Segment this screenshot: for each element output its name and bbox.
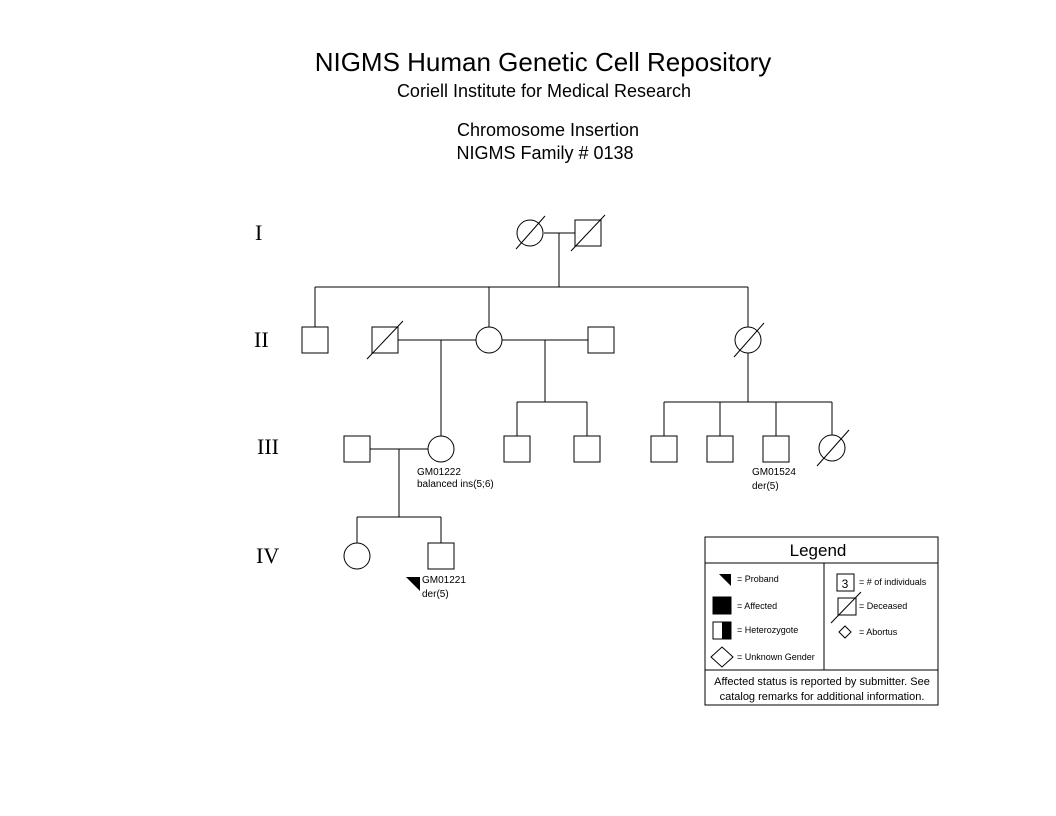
abortus-icon bbox=[838, 625, 852, 639]
proband-arrow-icon bbox=[406, 577, 420, 591]
male bbox=[706, 435, 734, 463]
legend-note-line1: Affected status is reported by submitter… bbox=[714, 676, 930, 688]
generation-label-3: III bbox=[257, 434, 279, 459]
heterozygote-fill bbox=[722, 622, 731, 639]
legend-count-label: = # of individuals bbox=[859, 577, 927, 587]
legend-heterozygote-label: = Heterozygote bbox=[737, 625, 798, 635]
karyotype: der(5) bbox=[422, 589, 449, 600]
karyotype: der(5) bbox=[752, 481, 779, 492]
deceased-slash bbox=[733, 322, 765, 358]
legend-title: Legend bbox=[790, 541, 847, 560]
generation-label-1: I bbox=[255, 220, 262, 245]
unknown-gender-icon bbox=[710, 646, 734, 668]
individual-id: GM01524 bbox=[752, 467, 796, 478]
deceased-slash bbox=[816, 429, 850, 467]
individual-id: GM01221 bbox=[422, 575, 466, 586]
family-number: NIGMS Family # 0138 bbox=[456, 143, 633, 163]
institute-name: Coriell Institute for Medical Research bbox=[397, 81, 691, 101]
deceased-slash bbox=[515, 215, 546, 250]
page-title: NIGMS Human Genetic Cell Repository bbox=[315, 47, 772, 77]
condition-title: Chromosome Insertion bbox=[457, 120, 639, 140]
generation-label-2: II bbox=[254, 327, 269, 352]
legend-note-line2: catalog remarks for additional informati… bbox=[720, 691, 925, 703]
affected-icon bbox=[712, 596, 732, 615]
legend-deceased-label: = Deceased bbox=[859, 601, 907, 611]
generation-1 bbox=[515, 214, 606, 287]
generation-label-4: IV bbox=[256, 543, 279, 568]
male bbox=[343, 435, 371, 463]
male-gm01524 bbox=[762, 435, 790, 463]
karyotype: balanced ins(5;6) bbox=[417, 479, 494, 490]
legend-unknown-gender-label: = Unknown Gender bbox=[737, 652, 815, 662]
deceased-slash bbox=[366, 320, 404, 360]
generation-2 bbox=[301, 320, 765, 360]
female bbox=[475, 326, 503, 354]
deceased-slash bbox=[570, 214, 606, 252]
legend-count-number: 3 bbox=[842, 577, 849, 591]
count-icon bbox=[836, 573, 855, 592]
generation-3: GM01222 balanced ins(5;6) GM01524 der(5) bbox=[343, 429, 850, 517]
legend-affected-label: = Affected bbox=[737, 601, 777, 611]
male bbox=[301, 326, 329, 354]
generation-4: GM01221 der(5) bbox=[343, 542, 466, 600]
individual-id: GM01222 bbox=[417, 467, 461, 478]
proband-icon bbox=[719, 574, 731, 586]
male bbox=[573, 435, 601, 463]
male-gm01221 bbox=[427, 542, 455, 570]
legend-box: Legend = Proband = Affected = Heterozygo… bbox=[704, 536, 939, 706]
female-gm01222 bbox=[427, 435, 455, 463]
deceased-icon-slash bbox=[830, 591, 862, 624]
male bbox=[503, 435, 531, 463]
male bbox=[650, 435, 678, 463]
female bbox=[343, 542, 371, 570]
legend-proband-label: = Proband bbox=[737, 574, 779, 584]
legend-abortus-label: = Abortus bbox=[859, 627, 898, 637]
legend-frame bbox=[704, 536, 939, 706]
male bbox=[587, 326, 615, 354]
